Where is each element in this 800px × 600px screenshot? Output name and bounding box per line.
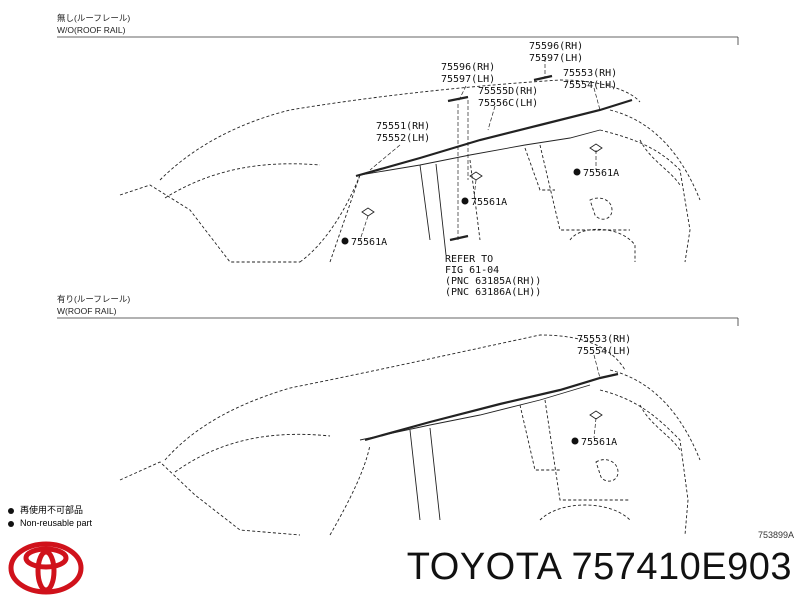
label-75596-rear: 75596(RH)	[441, 62, 495, 73]
label-75553: 75553(RH)	[563, 68, 617, 79]
label-75555d: 75555D(RH)	[478, 86, 538, 97]
toyota-logo-icon	[8, 541, 84, 595]
legend-dot-icon	[8, 520, 14, 527]
vehicle-outline-bottom	[119, 334, 701, 536]
legend: 再使用不可部品 Non-reusable part	[8, 504, 92, 530]
legend-text-jp: 再使用不可部品	[20, 505, 84, 515]
refer-note-line2: FIG 61-04	[445, 265, 499, 276]
refer-note-line3: (PNC 63185A(RH))	[445, 276, 541, 287]
non-reusable-dot	[341, 237, 349, 245]
label-clip-front: 75561A	[583, 168, 619, 179]
refer-note-line4: (PNC 63186A(LH))	[445, 287, 541, 298]
label-75551: 75551(RH)	[376, 121, 430, 132]
label-75553-bottom: 75553(RH)	[577, 334, 631, 345]
figure-code: 753899A	[757, 530, 794, 540]
label-clip-rear: 75561A	[351, 237, 387, 248]
label-clip-bottom: 75561A	[581, 437, 617, 448]
leader-line-bottom-clip	[593, 417, 597, 439]
vehicle-outline-top	[119, 79, 701, 263]
leader-line-bottom-moulding	[593, 354, 601, 379]
moulding-end-piece-rear	[447, 95, 469, 103]
label-75554-bottom: 75554(LH)	[577, 346, 631, 357]
brand-name: TOYOTA	[406, 546, 561, 588]
legend-row-jp: 再使用不可部品	[8, 504, 92, 517]
part-number-line: TOYOTA 757410E903	[407, 546, 792, 589]
non-reusable-dot	[573, 168, 581, 176]
refer-note-line1: REFER TO	[445, 254, 493, 265]
section-top-title-en: W/O(ROOF RAIL)	[57, 25, 126, 35]
label-75556c: 75556C(LH)	[478, 98, 538, 109]
section-bottom-title-en: W(ROOF RAIL)	[57, 306, 117, 316]
label-clip-middle: 75561A	[471, 197, 507, 208]
legend-dot-icon	[8, 507, 14, 514]
label-75597-front: 75597(LH)	[529, 53, 583, 64]
clip-mark-group-top	[361, 143, 603, 217]
non-reusable-dot	[571, 437, 579, 445]
section-bottom-title-jp: 有り(ルーフレール)	[57, 294, 130, 304]
legend-text-en: Non-reusable part	[20, 518, 93, 528]
roof-moulding-bottom	[364, 372, 619, 442]
legend-row-en: Non-reusable part	[8, 517, 92, 530]
clip-mark-bottom	[589, 410, 603, 420]
roof-moulding-top	[355, 98, 633, 178]
moulding-end-piece-front	[533, 74, 553, 82]
part-number: 757410E903	[571, 546, 792, 588]
section-top-title-jp: 無し(ルーフレール)	[57, 13, 130, 23]
leader-lines-top	[359, 58, 601, 241]
label-75597-rear: 75597(LH)	[441, 74, 495, 85]
moulding-end-piece-lower	[449, 234, 469, 242]
label-75596-front: 75596(RH)	[529, 41, 583, 52]
label-75554: 75554(LH)	[563, 80, 617, 91]
label-75552: 75552(LH)	[376, 133, 430, 144]
non-reusable-dot	[461, 197, 469, 205]
